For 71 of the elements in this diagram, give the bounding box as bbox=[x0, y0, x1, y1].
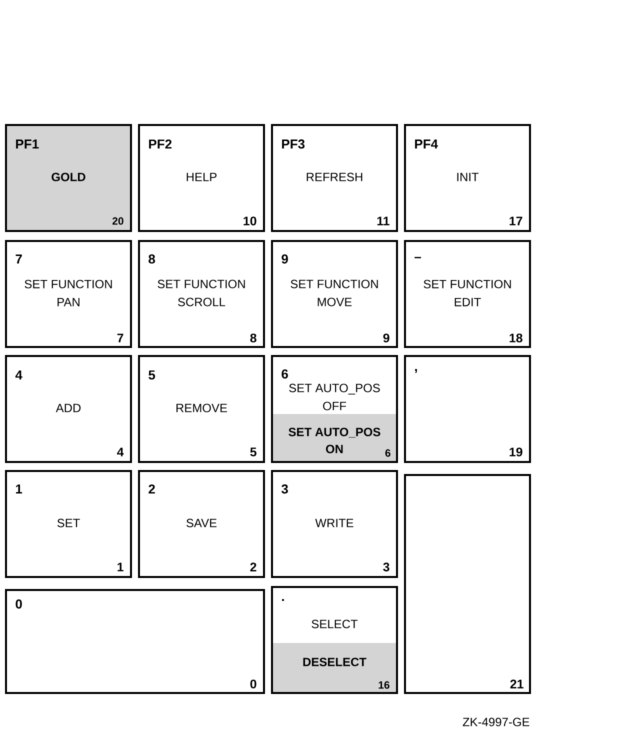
key-label: PF3 bbox=[282, 139, 305, 149]
keypad-key bbox=[271, 470, 398, 578]
function-label: WRITE bbox=[315, 518, 354, 528]
key-label: PF2 bbox=[149, 139, 172, 149]
keypad-key bbox=[138, 124, 265, 232]
key-label: 1 bbox=[16, 484, 22, 494]
function-label: REMOVE bbox=[176, 404, 227, 412]
key-code: 16 bbox=[378, 681, 390, 689]
key-label: – bbox=[414, 256, 422, 258]
key-code: 7 bbox=[117, 334, 124, 342]
key-label: 2 bbox=[148, 484, 155, 494]
keypad-key bbox=[5, 589, 265, 694]
key-code: 18 bbox=[510, 334, 522, 342]
key-code: 5 bbox=[250, 448, 256, 456]
function-label: HELP bbox=[186, 172, 217, 182]
keypad-key bbox=[138, 470, 265, 578]
key-code: 9 bbox=[383, 334, 390, 342]
keypad-key bbox=[5, 124, 132, 232]
key-code: 10 bbox=[244, 216, 256, 226]
key-code: 1 bbox=[118, 562, 124, 572]
shaded-panel bbox=[273, 414, 396, 461]
keypad-key bbox=[271, 124, 398, 232]
function-label: SET AUTO_POS OFF bbox=[289, 384, 380, 410]
keypad-key bbox=[404, 474, 531, 694]
function-label: SAVE bbox=[186, 518, 217, 528]
keypad-key bbox=[5, 240, 132, 348]
key-label: 5 bbox=[148, 370, 156, 380]
key-label: 4 bbox=[15, 370, 22, 380]
key-code: 3 bbox=[383, 562, 390, 572]
keypad-key bbox=[404, 240, 531, 348]
key-label: 3 bbox=[282, 484, 288, 494]
key-label: 7 bbox=[16, 254, 22, 264]
function-label: SELECT bbox=[312, 620, 358, 628]
function-label: SET FUNCTION SCROLL bbox=[158, 280, 245, 306]
keypad-key bbox=[404, 355, 531, 463]
key-label: , bbox=[415, 369, 417, 373]
keypad-key bbox=[138, 355, 265, 463]
key-code: 11 bbox=[377, 216, 390, 226]
function-label: DESELECT bbox=[303, 658, 366, 666]
function-label: ADD bbox=[56, 404, 81, 412]
key-label: 9 bbox=[282, 254, 288, 264]
key-label: 8 bbox=[148, 254, 156, 264]
keypad-key bbox=[138, 240, 265, 348]
key-label: . bbox=[282, 599, 284, 601]
function-label: SET bbox=[57, 518, 80, 528]
key-label: PF4 bbox=[415, 140, 438, 148]
keypad-key bbox=[404, 124, 531, 232]
key-code: 6 bbox=[385, 449, 390, 457]
key-label: 6 bbox=[282, 369, 288, 379]
keypad-key bbox=[5, 470, 132, 578]
figure-number: ZK-4997-GE bbox=[462, 718, 530, 726]
key-code: 17 bbox=[510, 216, 522, 226]
function-label: INIT bbox=[457, 172, 479, 182]
key-code: 0 bbox=[250, 680, 256, 688]
key-code: 20 bbox=[112, 217, 124, 225]
keypad-key bbox=[5, 355, 132, 463]
key-code: 19 bbox=[510, 448, 522, 456]
function-label: SET AUTO_POS ON bbox=[288, 428, 380, 454]
key-code: 2 bbox=[250, 562, 256, 572]
function-label: SET FUNCTION MOVE bbox=[290, 280, 378, 306]
function-label: GOLD bbox=[52, 172, 86, 182]
function-label: SET FUNCTION PAN bbox=[24, 280, 112, 306]
shaded-panel bbox=[273, 643, 396, 692]
key-label: 0 bbox=[16, 599, 22, 609]
key-code: 21 bbox=[510, 680, 524, 688]
function-label: SET FUNCTION EDIT bbox=[424, 280, 511, 306]
key-label: PF1 bbox=[16, 140, 39, 148]
key-code: 4 bbox=[117, 448, 124, 456]
keypad-key bbox=[271, 240, 398, 348]
function-label: REFRESH bbox=[306, 172, 362, 182]
key-code: 8 bbox=[250, 334, 256, 342]
